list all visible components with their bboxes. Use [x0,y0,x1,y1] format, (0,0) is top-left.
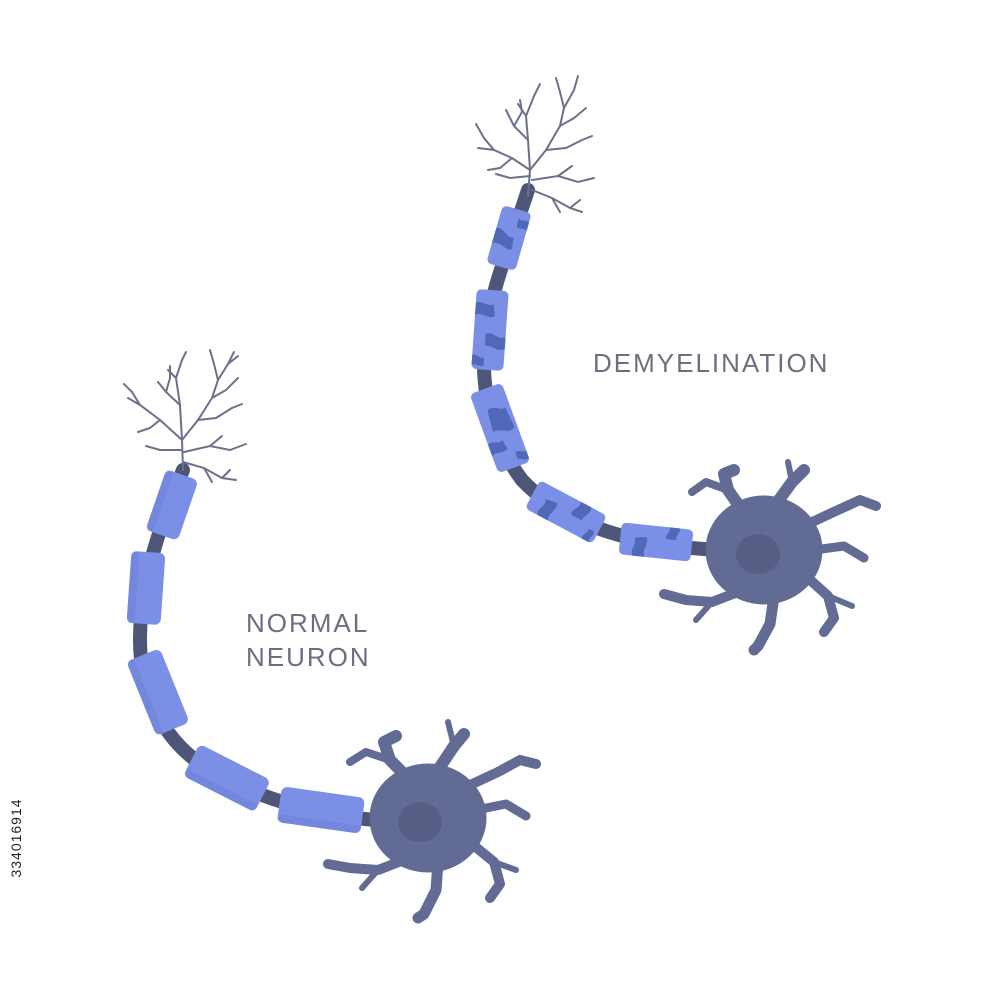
myelin-segment [126,551,166,625]
normal-nucleus [398,802,442,842]
demyelinated-nucleus [736,534,780,574]
normal-neuron-label-line1: NORMAL [246,608,370,638]
demyelinated-cell-body [659,459,881,656]
myelin-segment [128,649,188,735]
normal-neuron-label-line2: NEURON [246,642,371,672]
demyelination-label: DEMYELINATION [593,348,830,378]
damaged-myelin-segment [526,481,606,543]
demyelinated-myelin-sheath [471,206,693,562]
normal-neuron [123,349,541,924]
myelin-segment [185,745,269,811]
demyelinated-axon-terminal [475,75,595,213]
normal-axon-terminal [123,349,247,483]
normal-cell-body [323,719,541,924]
damaged-myelin-segment [619,522,693,562]
demyelinated-neuron [471,75,881,656]
stock-id-text: 334016914 [8,798,24,878]
normal-neuron-label: NORMAL NEURON [246,606,371,674]
myelin-segment [277,787,365,833]
normal-myelin-sheath [126,470,365,834]
myelin-segment [147,470,197,540]
stock-id: 334016914 [3,768,29,908]
